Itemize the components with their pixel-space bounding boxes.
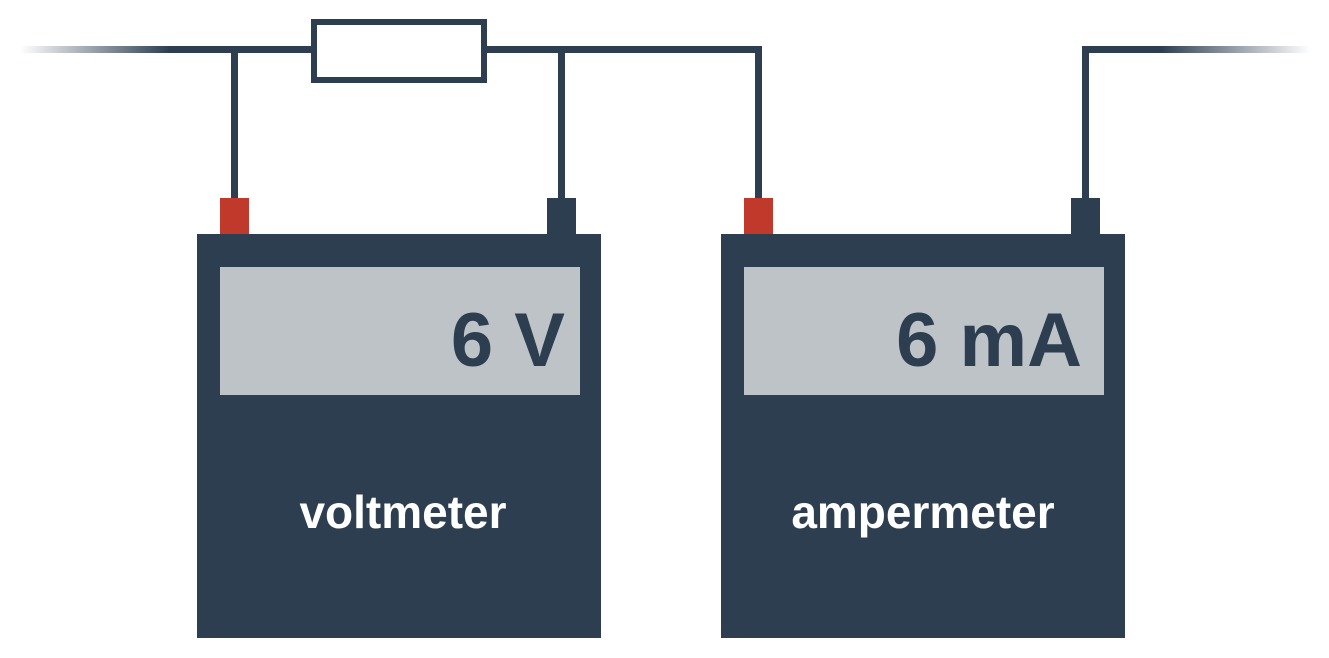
wire-input-fade — [20, 46, 170, 53]
voltmeter-lead-negative — [558, 46, 565, 201]
ammeter-reading: 6 mA — [896, 298, 1082, 383]
wire-top-left — [168, 46, 316, 53]
voltmeter-negative-terminal — [547, 198, 576, 236]
wire-output — [1082, 46, 1162, 53]
voltmeter-positive-terminal — [220, 198, 249, 236]
wire-output-fade — [1160, 46, 1310, 53]
voltmeter-reading: 6 V — [451, 298, 565, 383]
ammeter-label: ampermeter — [791, 486, 1054, 538]
resistor — [311, 19, 487, 83]
ammeter-negative-terminal — [1071, 198, 1100, 236]
ammeter-lead-positive — [755, 46, 762, 201]
voltmeter-label: voltmeter — [299, 486, 506, 538]
ammeter-display — [744, 267, 1104, 395]
ammeter: 6 mA ampermeter — [721, 198, 1125, 638]
ammeter-lead-negative — [1082, 46, 1089, 201]
voltmeter-lead-positive — [231, 46, 238, 201]
ammeter-positive-terminal — [744, 198, 773, 236]
voltmeter: 6 V voltmeter — [197, 198, 601, 638]
voltmeter-display — [220, 267, 580, 395]
wire-top-right — [484, 46, 762, 53]
